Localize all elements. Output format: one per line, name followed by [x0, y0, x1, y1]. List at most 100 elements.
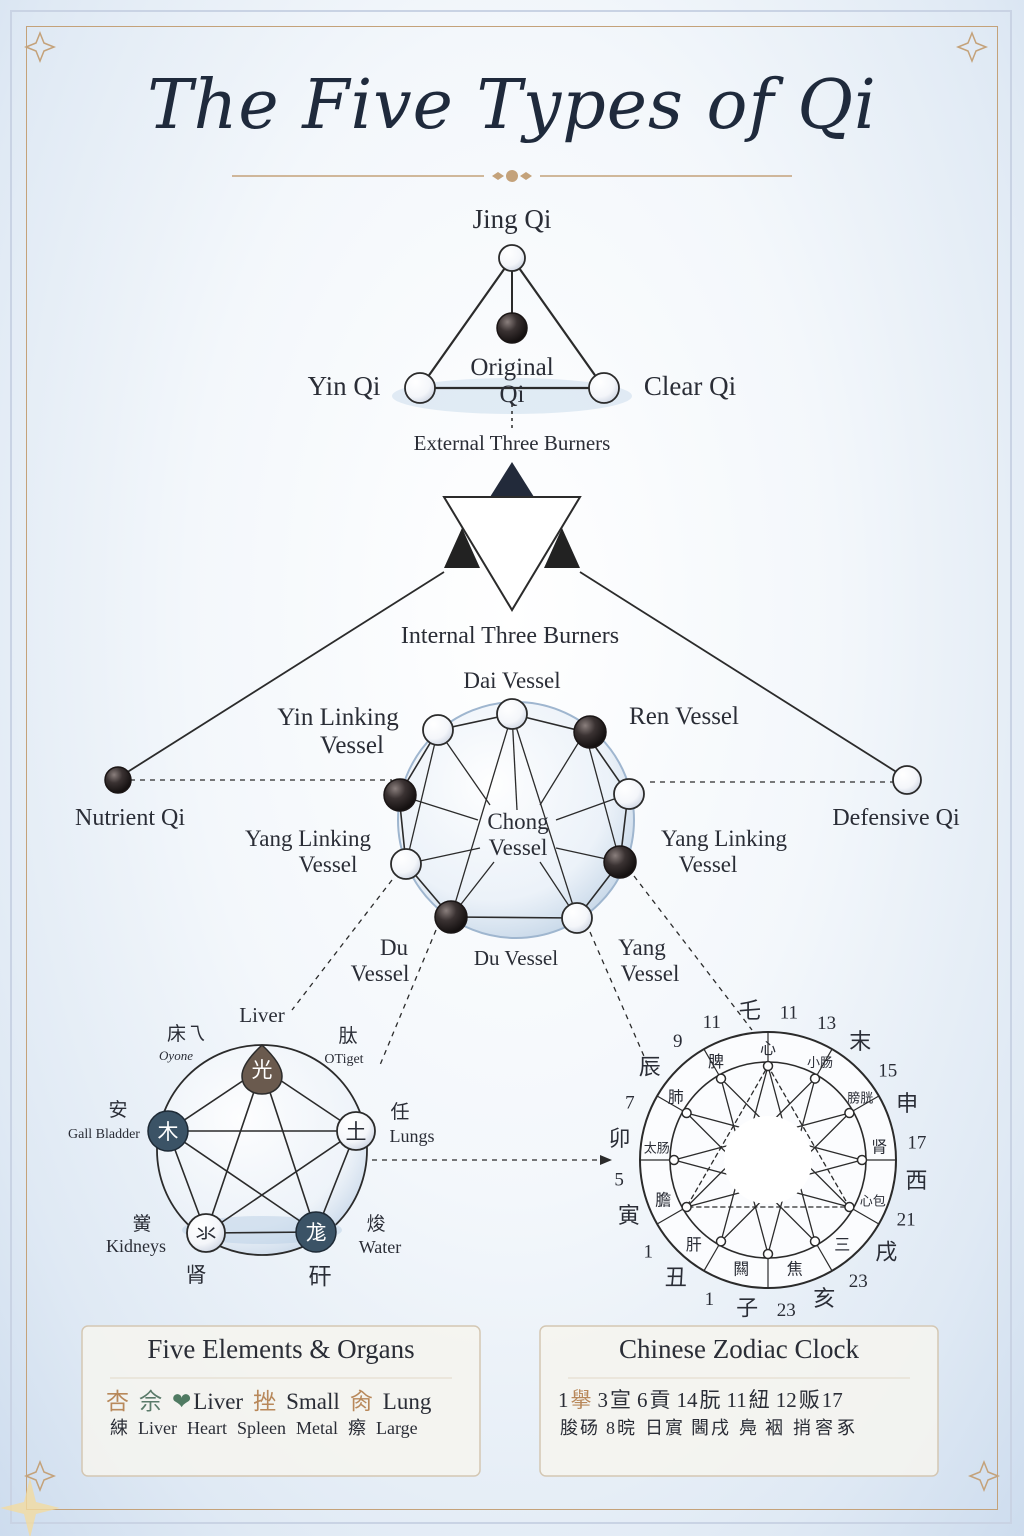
corner-star-icon [23, 30, 1001, 1493]
panel-right-r2-9: 裀 [765, 1418, 783, 1438]
yang-linking-right-node [603, 845, 637, 879]
zodiac-outer-label: 卯 [608, 1126, 630, 1151]
panel-right-r1-4: 6 [637, 1388, 648, 1412]
zodiac-outer-label: 11 [703, 1012, 721, 1033]
zodiac-inner-label: 心包 [860, 1194, 886, 1209]
panel-right-r1-11: 贩 [798, 1388, 820, 1412]
jing-qi-node [498, 244, 526, 272]
yin-linking-dark-node [383, 778, 417, 812]
dai-vessel-label: Dai Vessel [463, 668, 560, 693]
yin-qi-node [404, 372, 436, 404]
clock-tick [852, 1208, 880, 1225]
ren-vessel-node [573, 715, 607, 749]
defensive-qi-node [892, 765, 922, 795]
zodiac-outer-label: 申 [896, 1091, 918, 1116]
chong-vessel-label-2: Vessel [489, 835, 548, 860]
panel-left-box [81, 1325, 481, 1477]
dai-vessel-node [496, 698, 528, 730]
du-vessel-left-label-1: Du [380, 935, 409, 960]
upper-left-small-label: Oyone [159, 1048, 193, 1063]
external-three-burners-label: External Three Burners [414, 431, 611, 455]
panel-left-r2-6: Large [375, 1418, 418, 1438]
panel-left-r1-6: Lung [382, 1389, 432, 1414]
zodiac-inner-label: 膽 [655, 1192, 671, 1210]
zodiac-outer-label: 西 [905, 1168, 927, 1193]
zodiac-inner-label: 肝 [686, 1236, 702, 1254]
connector-lines [291, 875, 753, 1161]
yang-linking-right-label-1: Yang Linking [661, 826, 788, 851]
upper-left-cn-label: 床乁 [167, 1023, 205, 1045]
clock-tick [703, 1048, 720, 1076]
du-vessel-dark-node [434, 900, 468, 934]
panel-left-r1-2: Liver [193, 1389, 244, 1414]
clock-node [809, 1073, 821, 1084]
yang-linking-right-upper-node [613, 778, 645, 810]
original-qi-node [496, 312, 528, 344]
zodiac-inner-label: 小肠 [807, 1055, 833, 1070]
clock-node [809, 1236, 821, 1247]
yang-vessel-label-1: Yang [618, 935, 666, 960]
zodiac-outer-label: 1 [643, 1241, 653, 1262]
arrow-head-icon [600, 1155, 612, 1165]
clock-node [715, 1073, 727, 1084]
zodiac-outer-label: 子 [736, 1296, 758, 1321]
nutrient-qi-node [104, 766, 132, 794]
water-sub-char: 矸 [309, 1264, 332, 1289]
earth-node [336, 1111, 376, 1151]
zodiac-outer-label: 7 [625, 1092, 635, 1113]
zodiac-outer-label: 5 [614, 1169, 624, 1190]
gall-bladder-cn-label: 安 [108, 1099, 127, 1121]
panel-right-r2-3: 晥 [617, 1418, 635, 1438]
zodiac-outer-label: 11 [780, 1003, 798, 1024]
liver-leaf-icon [241, 1043, 283, 1095]
internal-three-burners-label: Internal Three Burners [401, 623, 619, 649]
five-elements-panel-title: Five Elements & Organs [147, 1334, 415, 1364]
defensive-qi-label: Defensive Qi [832, 805, 960, 831]
clock-tick [816, 1048, 833, 1076]
zodiac-outer-label: 丑 [665, 1265, 687, 1290]
earth-element-char: 土 [346, 1120, 367, 1144]
clock-tick [816, 1244, 833, 1272]
panel-right-r1-2: 3 [597, 1388, 609, 1412]
panel-left-r2-0: 綀 [110, 1418, 128, 1438]
chong-vessel-label-1: Chong [487, 809, 549, 834]
zodiac-outer-label: 21 [897, 1210, 916, 1231]
jing-triangle [392, 244, 632, 428]
panel-right-r2-7: 戌 [711, 1418, 729, 1438]
yin-qi-label: Yin Qi [308, 371, 381, 401]
outer-frame [10, 10, 1012, 1524]
clear-qi-label: Clear Qi [644, 371, 736, 401]
panel-right-r1-8: 11 [726, 1388, 747, 1412]
panel-left-r2-4: Metal [295, 1418, 338, 1438]
zodiac-inner-label: 脾 [708, 1053, 724, 1071]
upper-right-cn-label: 肽 [338, 1025, 357, 1047]
kidneys-cn-label: 黉 [132, 1213, 151, 1235]
clock-node [856, 1154, 868, 1166]
panel-right-r1-5: 貢 [649, 1388, 671, 1412]
upper-right-small-label: OTiget [324, 1052, 363, 1067]
yang-linking-right-label-2: Vessel [679, 852, 738, 877]
original-qi-label-1: Original [470, 354, 553, 381]
page-title: The Five Types of Qi [147, 66, 877, 145]
panel-right-r2-8: 鳧 [739, 1418, 757, 1438]
panel-left-r1-1: 佘 [139, 1389, 162, 1414]
clock-node [681, 1107, 692, 1119]
clock-node [844, 1107, 855, 1119]
panel-right-r1-10: 12 [775, 1388, 797, 1412]
panel-right-box [539, 1325, 939, 1477]
zodiac-outer-label: 寅 [618, 1203, 640, 1228]
panel-right-r1-6: 14 [676, 1388, 698, 1412]
lungs-label: Lungs [390, 1126, 435, 1146]
panel-right-r2-2: 8 [606, 1418, 615, 1438]
clock-node [844, 1201, 855, 1213]
clock-node [762, 1060, 774, 1072]
zodiac-outer-label: 17 [907, 1133, 926, 1154]
panel-left-r1-5: 肏 [349, 1389, 373, 1414]
nutrient-qi-label: Nutrient Qi [75, 805, 185, 831]
clock-tick [656, 1095, 684, 1112]
panel-right-r1-12: 17 [821, 1388, 843, 1412]
wood-element-char: 木 [158, 1120, 179, 1144]
